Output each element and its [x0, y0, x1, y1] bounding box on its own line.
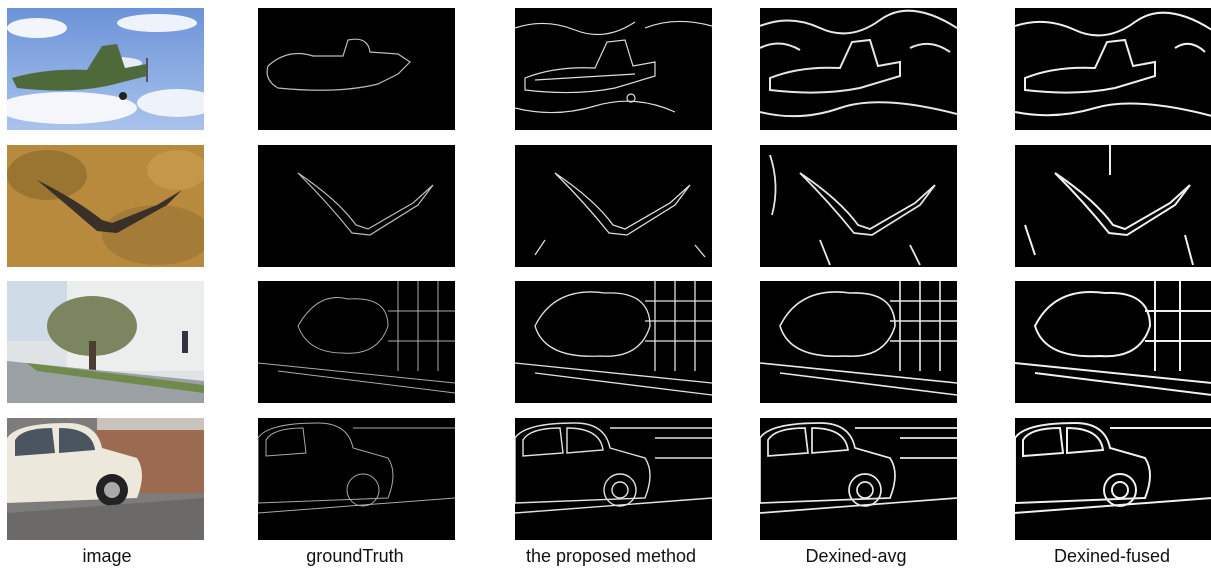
dexined-fused-tree-building — [1015, 281, 1211, 403]
ground-truth-tree-building — [258, 281, 455, 403]
dexined-avg-bird — [760, 145, 957, 267]
dexined-avg-tree-building — [760, 281, 957, 403]
proposed-method-tree-building — [515, 281, 712, 403]
dexined-fused-bird — [1015, 145, 1211, 267]
proposed-method-car — [515, 418, 712, 540]
dexined-fused-car — [1015, 418, 1211, 540]
image-airplane — [7, 8, 204, 130]
column-label-proposed-method: the proposed method — [525, 546, 697, 566]
column-label-dexined-avg: Dexined-avg — [805, 546, 907, 566]
image-bird — [7, 145, 204, 267]
column-label-groundtruth: groundTruth — [306, 546, 404, 566]
ground-truth-airplane — [258, 8, 455, 130]
dexined-avg-car — [760, 418, 957, 540]
column-label-dexined-fused: Dexined-fused — [1053, 546, 1171, 566]
proposed-method-bird — [515, 145, 712, 267]
dexined-avg-airplane — [760, 8, 957, 130]
proposed-method-airplane — [515, 8, 712, 130]
ground-truth-car — [258, 418, 455, 540]
image-car — [7, 418, 204, 540]
column-label-image: image — [82, 546, 132, 566]
ground-truth-bird — [258, 145, 455, 267]
image-tree-building — [7, 281, 204, 403]
dexined-fused-airplane — [1015, 8, 1211, 130]
